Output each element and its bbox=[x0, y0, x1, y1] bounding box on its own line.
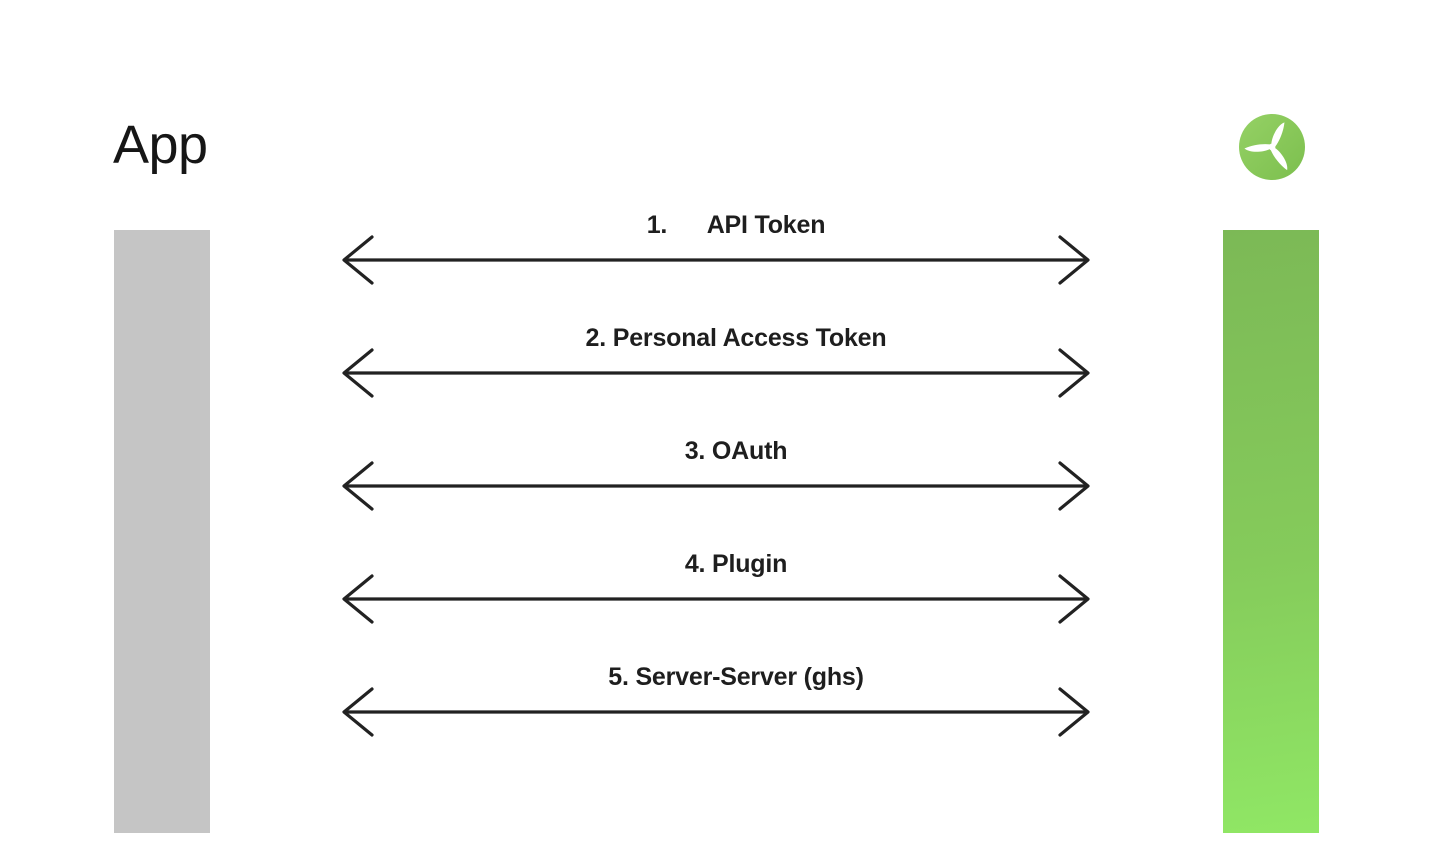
connection-label: 3. OAuth bbox=[684, 437, 788, 465]
connection-label: 2. Personal Access Token bbox=[585, 324, 887, 352]
propeller-logo-icon bbox=[1238, 113, 1306, 181]
double-arrow-icon bbox=[336, 458, 1096, 514]
double-arrow-icon bbox=[336, 345, 1096, 401]
connection-label: 1. API Token bbox=[646, 211, 826, 239]
double-arrow-icon bbox=[336, 571, 1096, 627]
double-arrow-icon bbox=[336, 232, 1096, 288]
app-column-bar bbox=[114, 230, 210, 833]
double-arrow-icon bbox=[336, 684, 1096, 740]
service-column-bar bbox=[1223, 230, 1319, 833]
app-title: App bbox=[113, 115, 208, 175]
connection-label: 4. Plugin bbox=[684, 550, 788, 578]
connection-label: 5. Server-Server (ghs) bbox=[608, 663, 864, 691]
